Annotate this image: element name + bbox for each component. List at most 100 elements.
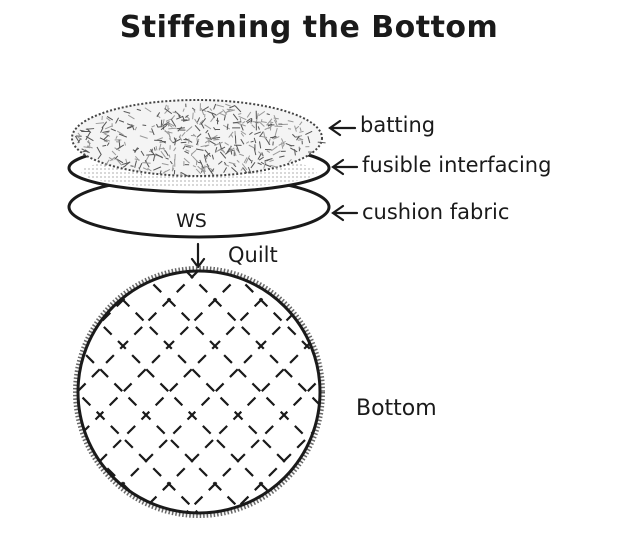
- batting-fiber: [211, 112, 215, 119]
- batting-fiber: [95, 122, 105, 125]
- batting-fiber: [103, 134, 109, 141]
- cushion-fabric-label: cushion fabric: [362, 200, 510, 224]
- batting-fiber: [242, 166, 248, 174]
- batting-fiber: [155, 153, 164, 159]
- wrong-side-label: WS: [176, 210, 207, 232]
- batting-fiber: [163, 168, 171, 174]
- batting-fiber: [212, 136, 221, 139]
- batting-fiber: [172, 111, 178, 114]
- batting-fiber: [103, 131, 110, 135]
- batting-fiber: [232, 113, 239, 121]
- batting-fiber: [225, 103, 231, 107]
- batting-fiber: [259, 121, 265, 127]
- batting-fiber: [240, 138, 245, 145]
- batting-fiber: [264, 163, 272, 168]
- batting-fiber: [164, 107, 170, 114]
- batting-fiber: [161, 140, 167, 144]
- batting-fiber: [242, 121, 246, 124]
- batting-fiber: [233, 163, 237, 168]
- batting-fiber: [104, 125, 113, 130]
- batting-fiber: [171, 164, 174, 171]
- batting-fiber: [317, 141, 326, 144]
- batting-fiber: [258, 141, 262, 149]
- batting-fiber: [265, 137, 271, 146]
- batting-fiber: [238, 153, 244, 157]
- batting-fiber: [273, 119, 279, 127]
- batting-fiber: [281, 142, 284, 149]
- batting-fiber: [216, 104, 225, 108]
- batting-fiber: [119, 119, 125, 123]
- batting-fiber: [245, 141, 250, 144]
- batting-fiber: [195, 148, 204, 151]
- batting-fiber: [159, 170, 162, 175]
- batting-fiber: [142, 124, 147, 127]
- batting-fiber: [298, 146, 302, 150]
- batting-fiber: [74, 135, 80, 143]
- batting-fiber: [115, 158, 123, 166]
- batting-fiber: [264, 161, 267, 165]
- batting-fiber: [173, 147, 177, 152]
- batting-fiber: [240, 132, 245, 137]
- batting-fiber: [207, 110, 212, 114]
- batting-fiber: [224, 163, 230, 167]
- batting-fiber: [100, 127, 104, 133]
- batting-fiber: [251, 124, 256, 129]
- batting-fiber: [115, 135, 118, 139]
- batting-fiber: [192, 165, 197, 168]
- batting-fiber: [229, 105, 236, 109]
- batting-fiber: [229, 147, 235, 152]
- batting-fiber: [237, 122, 246, 127]
- batting-fiber: [134, 147, 138, 154]
- batting-fiber: [228, 161, 236, 165]
- batting-fiber: [122, 162, 130, 165]
- batting-fiber: [207, 167, 214, 176]
- batting-fiber: [196, 117, 201, 123]
- batting-fiber: [102, 130, 110, 133]
- batting-fiber: [234, 105, 242, 113]
- batting-fiber: [204, 152, 211, 158]
- batting-fiber: [203, 165, 206, 174]
- batting-fiber: [103, 140, 108, 143]
- batting-fiber: [269, 121, 274, 124]
- batting-fiber: [273, 136, 280, 140]
- batting-fiber: [271, 145, 278, 152]
- batting-fiber: [274, 128, 278, 136]
- batting-fiber: [77, 136, 83, 140]
- batting-fiber: [214, 148, 222, 154]
- batting-fiber: [116, 158, 124, 164]
- batting-fiber: [282, 143, 285, 147]
- batting-fiber: [156, 137, 164, 141]
- batting-fiber: [118, 133, 128, 138]
- batting-fiber: [214, 147, 218, 153]
- batting-fiber: [204, 149, 212, 157]
- batting-fiber: [193, 108, 196, 113]
- batting-fiber: [178, 134, 182, 139]
- batting-fiber: [299, 130, 304, 133]
- batting-fiber: [123, 110, 131, 114]
- batting-fiber: [245, 155, 251, 164]
- quilting-stitch-line: [110, 271, 320, 513]
- batting-fiber: [240, 124, 244, 131]
- quilt-arrow: [190, 242, 206, 269]
- batting-fiber: [211, 168, 215, 173]
- batting-fiber: [207, 137, 210, 144]
- batting-fiber: [150, 149, 156, 157]
- batting-fiber: [203, 157, 208, 160]
- batting-fiber: [104, 133, 111, 137]
- batting-fiber: [101, 121, 108, 129]
- batting-fiber: [124, 141, 126, 146]
- batting-fiber: [226, 123, 229, 130]
- batting-fiber: [139, 135, 148, 139]
- batting-fiber: [269, 159, 274, 162]
- batting-fiber: [253, 137, 257, 144]
- batting-fiber: [85, 128, 95, 130]
- batting-fiber: [156, 112, 161, 118]
- batting-fiber: [211, 154, 214, 160]
- batting-fiber: [176, 115, 184, 120]
- batting-fiber: [140, 150, 145, 157]
- batting-fiber: [288, 158, 292, 163]
- batting-fiber: [250, 161, 256, 169]
- batting-fiber: [170, 119, 177, 127]
- batting-fiber: [142, 167, 149, 171]
- batting-fiber: [249, 131, 253, 136]
